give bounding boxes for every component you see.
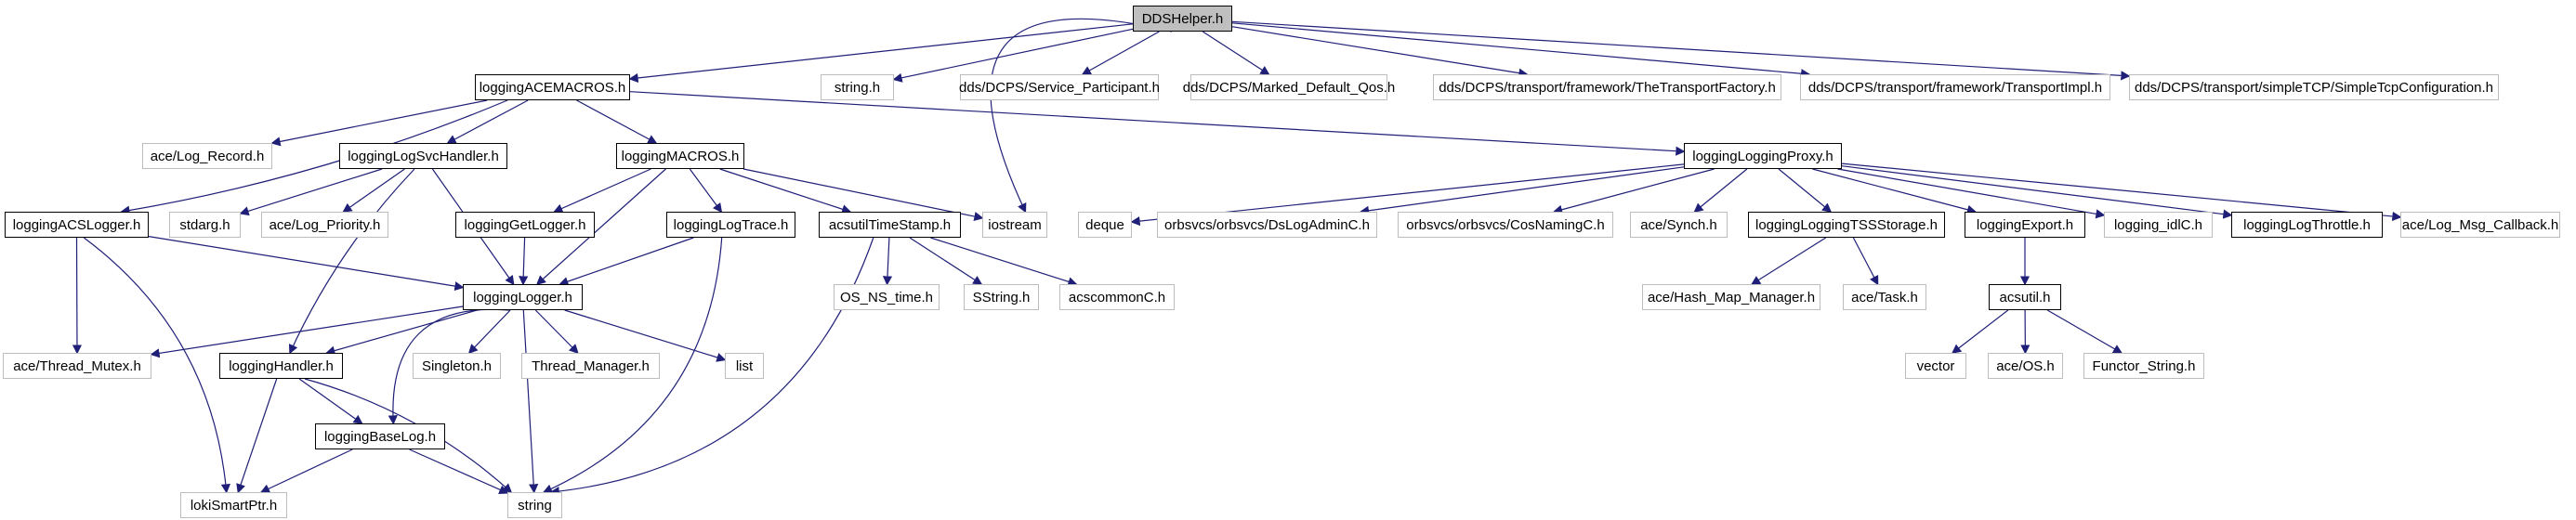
edge-macros-to-iostream xyxy=(743,168,984,222)
edge-macros-to-logger xyxy=(535,168,666,286)
node-vector: vector xyxy=(1905,353,1966,379)
edge-handler-to-lokismartptr xyxy=(236,378,278,494)
node-functor_string: Functor_String.h xyxy=(2083,353,2204,379)
node-marked_default_qos: dds/DCPS/Marked_Default_Qos.h xyxy=(1183,74,1395,100)
node-sstring: SString.h xyxy=(964,284,1039,310)
node-acscommonc: acscommonC.h xyxy=(1059,284,1175,310)
node-iostream: iostream xyxy=(982,212,1047,238)
edge-acslogger-to-thread_mutex xyxy=(72,237,83,355)
node-acsutil[interactable]: acsutil.h xyxy=(1989,284,2061,310)
node-logsvchandler[interactable]: loggingLogSvcHandler.h xyxy=(339,143,507,169)
edge-loggingproxy-to-throttle xyxy=(1841,165,2233,219)
edge-loggingproxy-to-synch xyxy=(1693,168,1748,213)
node-stringstd: string xyxy=(507,492,562,518)
edge-logger-to-thread_manager xyxy=(534,309,579,355)
edge-timestamp-to-sstring xyxy=(909,237,983,285)
edge-acemacros-to-logsvchandler xyxy=(446,99,529,144)
edge-acemacros-to-loggingproxy xyxy=(629,91,1686,156)
edge-baselog-to-stringstd xyxy=(409,448,509,495)
edge-ddshelper-to-thetransportfactory xyxy=(1231,26,1529,78)
edge-logsvchandler-to-stdarg xyxy=(239,168,383,216)
edge-handler-to-baselog xyxy=(298,378,363,424)
node-service_participant: dds/DCPS/Service_Participant.h xyxy=(959,74,1160,100)
edge-acsutil-to-vector xyxy=(1951,309,2009,354)
edge-loggingproxy-to-tssstorage xyxy=(1778,168,1833,213)
node-macros[interactable]: loggingMACROS.h xyxy=(616,143,744,169)
edge-ddshelper-to-simpletcp xyxy=(1231,20,2131,81)
node-thetransportfactory: dds/DCPS/transport/framework/TheTranspor… xyxy=(1433,74,1781,100)
edge-tssstorage-to-task xyxy=(1852,237,1879,286)
node-hashmap: ace/Hash_Map_Manager.h xyxy=(1642,284,1820,310)
node-simpletcp: dds/DCPS/transport/simpleTCP/SimpleTcpCo… xyxy=(2129,74,2499,100)
edge-macros-to-getlogger xyxy=(553,168,651,214)
node-stringh: string.h xyxy=(821,74,894,100)
edge-macros-to-logtrace xyxy=(689,168,723,214)
edge-acslogger-to-logger xyxy=(148,236,465,292)
node-os_ns_time: OS_NS_time.h xyxy=(834,284,940,310)
edge-baselog-to-lokismartptr xyxy=(259,448,353,493)
node-acemacros[interactable]: loggingACEMACROS.h xyxy=(475,74,630,100)
node-baselog[interactable]: loggingBaseLog.h xyxy=(315,423,445,449)
node-getlogger[interactable]: loggingGetLogger.h xyxy=(455,212,595,238)
node-log_priority: ace/Log_Priority.h xyxy=(261,212,388,238)
edge-loggingproxy-to-dslogadmin xyxy=(1359,166,1685,215)
node-logger[interactable]: loggingLogger.h xyxy=(463,284,583,310)
node-logmsgcb: ace/Log_Msg_Callback.h xyxy=(2400,212,2560,238)
node-timestamp[interactable]: acsutilTimeStamp.h xyxy=(819,212,961,238)
edge-tssstorage-to-hashmap xyxy=(1751,237,1827,285)
node-list: list xyxy=(725,353,764,379)
edge-getlogger-to-logger xyxy=(519,237,529,286)
node-aceos: ace/OS.h xyxy=(1988,353,2063,379)
node-stdarg: stdarg.h xyxy=(169,212,241,238)
edge-acemacros-to-macros xyxy=(576,99,658,144)
edge-acemacros-to-acslogger xyxy=(120,99,508,215)
edge-ddshelper-to-transportimpl xyxy=(1231,22,1811,79)
edge-acemacros-to-log_record xyxy=(270,99,488,147)
node-handler[interactable]: loggingHandler.h xyxy=(219,353,343,379)
edge-loggingproxy-to-cosnaming xyxy=(1552,168,1715,214)
node-dslogadmin: orbsvcs/orbsvcs/DsLogAdminC.h xyxy=(1157,212,1377,238)
edge-timestamp-to-os_ns_time xyxy=(882,237,893,286)
edge-logger-to-stringstd xyxy=(522,309,539,494)
node-singleton: Singleton.h xyxy=(413,353,501,379)
edge-macros-to-timestamp xyxy=(719,168,852,214)
edge-acsutil-to-functor_string xyxy=(2046,309,2123,354)
edge-loggingproxy-to-idlc xyxy=(1837,168,2106,219)
edge-ddshelper-to-service_participant xyxy=(1081,31,1160,75)
edge-logger-to-handler xyxy=(325,309,478,356)
node-logtrace[interactable]: loggingLogTrace.h xyxy=(666,212,795,238)
edge-logger-to-list xyxy=(564,309,727,362)
node-cosnaming: orbsvcs/orbsvcs/CosNamingC.h xyxy=(1398,212,1613,238)
node-deque: deque xyxy=(1078,212,1132,238)
edge-ddshelper-to-marked_default_qos xyxy=(1202,31,1270,75)
edge-loggingproxy-to-export xyxy=(1812,168,1978,214)
edge-handler-to-stringstd xyxy=(304,378,513,494)
node-tssstorage[interactable]: loggingLoggingTSSStorage.h xyxy=(1748,212,1945,238)
edge-logtrace-to-stringstd xyxy=(542,237,723,494)
edge-timestamp-to-acscommonc xyxy=(930,237,1078,287)
edge-logger-to-singleton xyxy=(467,309,511,355)
edge-ddshelper-to-stringh xyxy=(892,28,1134,83)
node-transportimpl: dds/DCPS/transport/framework/TransportIm… xyxy=(1800,74,2110,100)
node-ddshelper[interactable]: DDSHelper.h xyxy=(1133,6,1232,32)
node-idlc: logging_idlC.h xyxy=(2104,212,2213,238)
node-export[interactable]: loggingExport.h xyxy=(1965,212,2085,238)
edge-ddshelper-to-iostream xyxy=(990,18,1173,214)
node-acslogger[interactable]: loggingACSLogger.h xyxy=(5,212,149,238)
node-loggingproxy[interactable]: loggingLoggingProxy.h xyxy=(1684,143,1842,169)
edge-ddshelper-to-acemacros xyxy=(628,23,1134,84)
node-synch: ace/Synch.h xyxy=(1630,212,1728,238)
edge-loggingproxy-to-logmsgcb xyxy=(1841,162,2402,222)
node-throttle[interactable]: loggingLogThrottle.h xyxy=(2231,212,2383,238)
edge-logsvchandler-to-log_priority xyxy=(342,168,405,213)
edge-logtrace-to-logger xyxy=(559,237,694,286)
node-task: ace/Task.h xyxy=(1843,284,1926,310)
edge-logger-to-thread_mutex xyxy=(150,306,464,358)
node-log_record: ace/Log_Record.h xyxy=(142,143,272,169)
node-lokismartptr: lokiSmartPtr.h xyxy=(180,492,287,518)
node-thread_manager: Thread_Manager.h xyxy=(521,353,660,379)
edge-logsvchandler-to-handler xyxy=(288,168,415,355)
node-thread_mutex: ace/Thread_Mutex.h xyxy=(3,353,151,379)
